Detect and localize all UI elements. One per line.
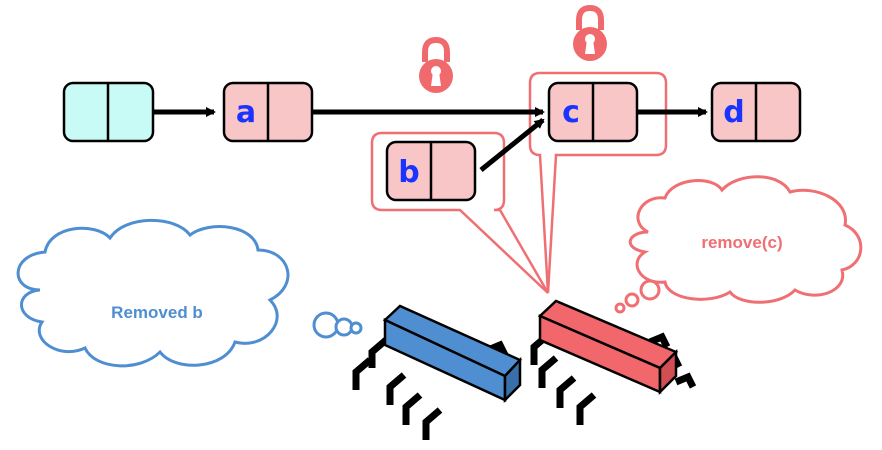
arrow-b-to-c	[479, 118, 545, 172]
node-b-label: b	[398, 155, 419, 190]
lock-icon	[419, 36, 453, 93]
red-thought-text: remove(c)	[701, 233, 782, 252]
lock-icon	[573, 4, 607, 61]
blue-thought-cloud: Removed b	[16, 218, 363, 368]
callout-c	[528, 71, 668, 294]
thread-chip-icon	[530, 299, 697, 425]
red-thought-cloud: remove(c)	[614, 175, 863, 314]
blue-thought-text: Removed b	[111, 303, 203, 322]
node-b: b	[385, 140, 477, 202]
node-a: a	[222, 81, 314, 143]
node-c-label: c	[562, 95, 580, 130]
head-node	[62, 81, 155, 143]
node-a-label: a	[236, 95, 256, 130]
node-d-label: d	[723, 95, 744, 130]
node-c: c	[547, 81, 639, 143]
node-d: d	[710, 81, 802, 143]
callout-b	[370, 131, 550, 294]
thread-chip-icon	[352, 304, 523, 440]
